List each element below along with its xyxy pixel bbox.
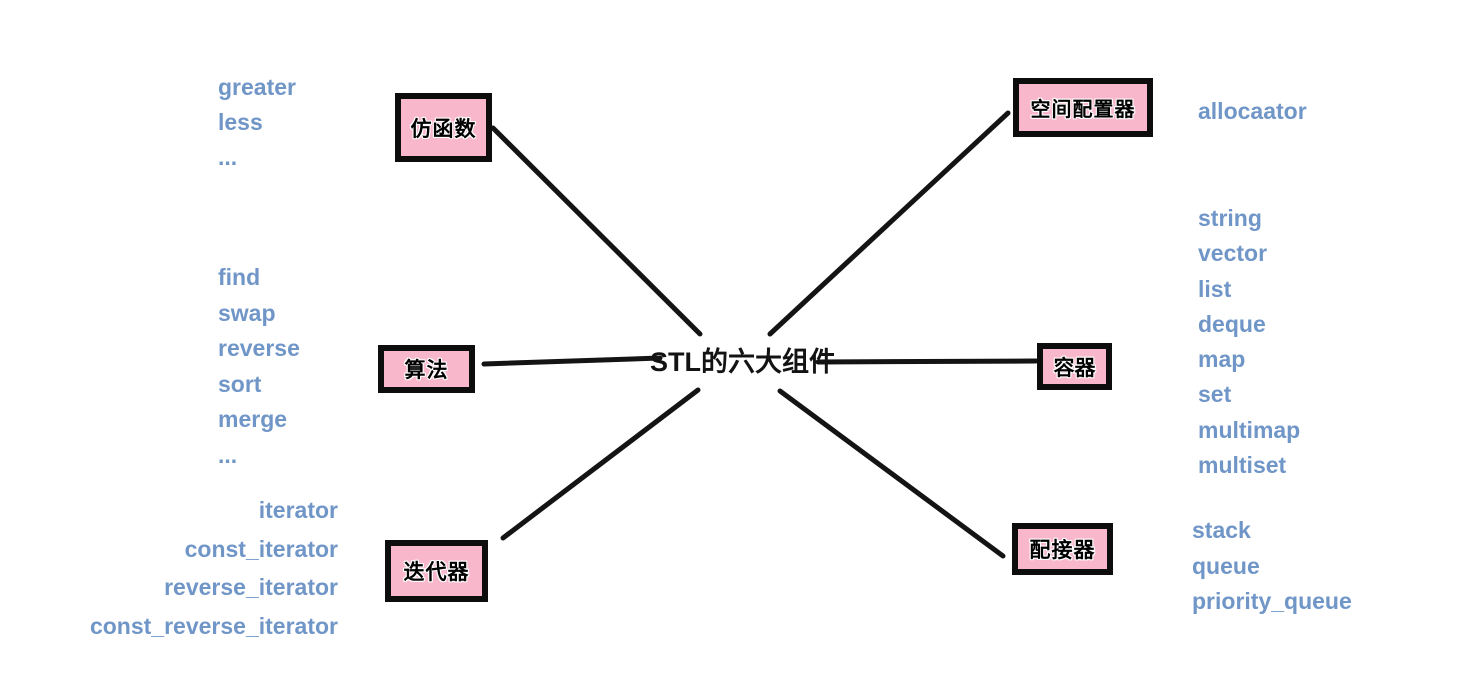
list-item: multiset — [1198, 452, 1287, 479]
line-center-iterator — [500, 387, 701, 541]
functor-examples-list: greater less ... — [218, 70, 296, 175]
container-examples-list: string vector list deque map set multima… — [1198, 201, 1300, 483]
list-item: ... — [218, 144, 238, 170]
line-center-adapter — [777, 388, 1006, 559]
node-algorithm-label: 算法 — [404, 359, 449, 382]
line-center-container — [815, 358, 1039, 365]
list-item: greater — [218, 74, 296, 100]
line-center-algorithm — [481, 355, 663, 367]
node-adapter: 配接器 — [1012, 523, 1113, 575]
list-item: string — [1198, 205, 1262, 231]
diagram-title: STL的六大组件 — [650, 347, 836, 377]
list-item: merge — [218, 406, 288, 432]
list-item: map — [1198, 346, 1246, 373]
list-item: queue — [1192, 552, 1260, 579]
list-item: find — [218, 264, 261, 290]
node-allocator: 空间配置器 — [1013, 78, 1153, 137]
node-adapter-label: 配接器 — [1029, 539, 1096, 562]
list-item: list — [1198, 275, 1232, 302]
list-item: reverse_iterator — [164, 574, 338, 600]
line-center-functor — [490, 125, 703, 337]
algorithm-examples-list: find swap reverse sort merge ... — [218, 260, 300, 473]
list-item: set — [1198, 381, 1232, 408]
list-item: vector — [1198, 240, 1268, 267]
adapter-examples-list: stack queue priority_queue — [1192, 513, 1352, 620]
list-item: priority_queue — [1192, 588, 1352, 614]
node-iterator: 迭代器 — [385, 540, 488, 602]
list-item: reverse — [218, 335, 300, 361]
node-algorithm: 算法 — [378, 345, 475, 393]
list-item: const_reverse_iterator — [89, 612, 338, 639]
iterator-examples-list: iterator const_iterator reverse_iterator… — [90, 491, 338, 645]
node-functor: 仿函数 — [395, 93, 492, 162]
list-item: less — [218, 109, 263, 135]
node-functor-label: 仿函数 — [410, 117, 477, 141]
node-iterator-label: 迭代器 — [403, 561, 470, 584]
list-item: sort — [218, 370, 262, 397]
node-allocator-label: 空间配置器 — [1030, 99, 1136, 121]
node-container-label: 容器 — [1053, 356, 1096, 380]
line-center-allocator — [767, 110, 1011, 337]
list-item: stack — [1192, 517, 1251, 543]
list-item: deque — [1198, 310, 1266, 337]
node-container: 容器 — [1037, 343, 1112, 390]
list-item: multimap — [1198, 416, 1301, 443]
list-item: iterator — [258, 497, 338, 523]
list-item: swap — [218, 299, 276, 326]
allocator-examples-list: allocaator — [1198, 94, 1307, 129]
list-item: const_iterator — [184, 535, 338, 562]
list-item: ... — [218, 441, 238, 468]
list-item: allocaator — [1198, 98, 1307, 124]
